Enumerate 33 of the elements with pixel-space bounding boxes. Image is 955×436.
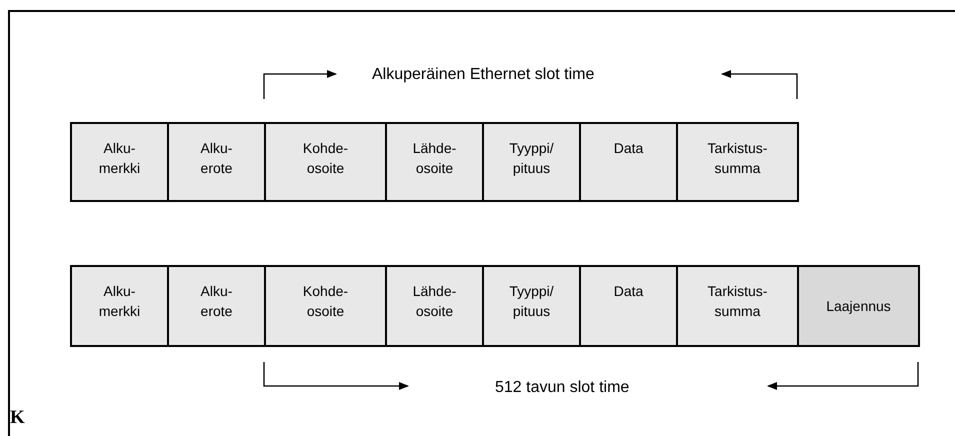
field-label: Kohde- osoite bbox=[302, 282, 348, 321]
field-label: Data bbox=[614, 282, 644, 301]
field-label: Laajennus bbox=[826, 297, 891, 316]
field-label: Data bbox=[614, 139, 644, 158]
field-box bbox=[70, 265, 169, 347]
corner-letter: K bbox=[10, 406, 25, 430]
field-label: Alku- merkki bbox=[98, 139, 140, 178]
field-box bbox=[482, 265, 581, 347]
field-label: Tarkistus- summa bbox=[708, 139, 768, 178]
field-box bbox=[676, 122, 799, 202]
field-box bbox=[264, 265, 387, 347]
field-box bbox=[264, 122, 387, 202]
field-box bbox=[385, 122, 484, 202]
field-box bbox=[579, 265, 678, 347]
field-box bbox=[70, 122, 169, 202]
field-label: Alku- erote bbox=[200, 282, 232, 321]
field-label: Alku- erote bbox=[200, 139, 232, 178]
dimension-label: Alkuperäinen Ethernet slot time bbox=[372, 65, 594, 85]
field-box bbox=[167, 122, 266, 202]
field-box bbox=[797, 265, 920, 347]
field-box bbox=[676, 265, 799, 347]
field-label: Lähde- osoite bbox=[412, 282, 456, 321]
field-box bbox=[167, 265, 266, 347]
field-label: Tarkistus- summa bbox=[708, 282, 768, 321]
field-label: Lähde- osoite bbox=[412, 139, 456, 178]
field-box bbox=[385, 265, 484, 347]
field-box bbox=[579, 122, 678, 202]
field-label: Alku- merkki bbox=[98, 282, 140, 321]
field-label: Tyyppi/ pituus bbox=[509, 282, 554, 321]
field-label: Tyyppi/ pituus bbox=[509, 139, 554, 178]
field-box bbox=[482, 122, 581, 202]
dimension-label: 512 tavun slot time bbox=[495, 378, 630, 398]
field-label: Kohde- osoite bbox=[302, 139, 348, 178]
